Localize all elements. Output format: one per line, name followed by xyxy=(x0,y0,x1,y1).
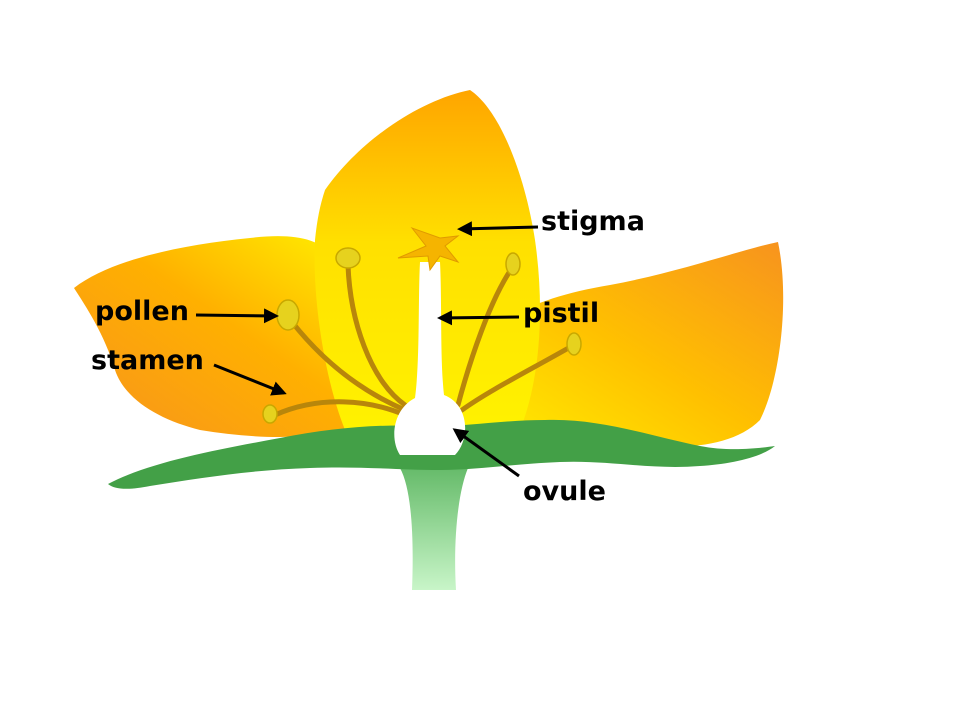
anthers xyxy=(262,247,582,424)
arrow-pollen xyxy=(195,308,279,324)
filament-1 xyxy=(272,399,408,418)
filament-2 xyxy=(289,319,408,413)
petal-center xyxy=(314,90,540,430)
stigma xyxy=(397,226,460,272)
anther-1 xyxy=(262,404,278,424)
stamen-filaments xyxy=(272,262,575,418)
filament-4 xyxy=(455,265,515,408)
label-ovule: ovule xyxy=(523,476,606,507)
petal-right xyxy=(455,242,784,447)
anther-2 xyxy=(276,299,300,331)
anther-4 xyxy=(505,252,521,276)
stem xyxy=(400,468,468,590)
pistil xyxy=(394,262,466,455)
arrow-pistil xyxy=(437,310,520,326)
petal-left xyxy=(74,236,364,437)
label-pistil: pistil xyxy=(523,298,600,329)
arrow-stamen xyxy=(213,363,287,396)
arrow-ovule xyxy=(452,428,520,478)
label-stamen: stamen xyxy=(91,345,204,376)
label-stigma: stigma xyxy=(541,206,645,237)
filament-3 xyxy=(345,262,408,408)
label-arrows xyxy=(195,221,539,478)
filament-5 xyxy=(459,343,575,413)
anther-3 xyxy=(335,247,361,269)
anther-5 xyxy=(566,332,582,356)
label-pollen: pollen xyxy=(95,296,189,327)
arrow-stigma xyxy=(457,221,539,237)
